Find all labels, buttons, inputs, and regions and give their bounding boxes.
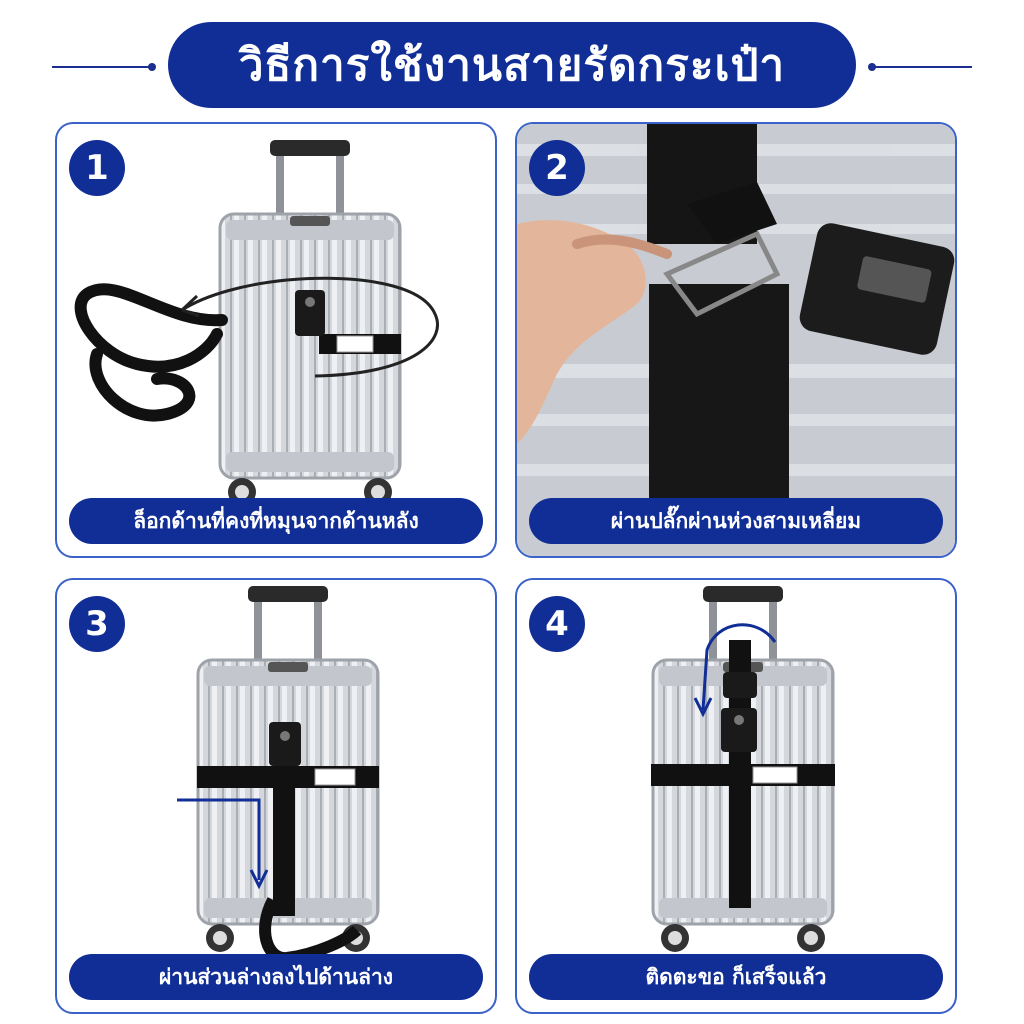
title-banner: วิธีการใช้งานสายรัดกระเป๋า	[168, 22, 856, 108]
page-title: วิธีการใช้งานสายรัดกระเป๋า	[238, 40, 786, 91]
buckle-closeup-illustration	[517, 124, 955, 556]
step-panel-1: 1 ล็อกด้านที่คงที่หมุนจากด้านหลัง	[55, 122, 497, 558]
step-caption: ผ่านส่วนล่างลงไปด้านล่าง	[69, 954, 483, 1000]
step-number-badge: 4	[529, 596, 585, 652]
step-panel-4: 4 ติดตะขอ ก็เสร็จแล้ว	[515, 578, 957, 1014]
step-panel-2: 2 ผ่านปลั๊กผ่านห่วงสามเหลี่ยม	[515, 122, 957, 558]
title-dot-left	[148, 63, 156, 71]
suitcase-strap-back-illustration	[74, 138, 439, 508]
title-line-right	[872, 66, 972, 68]
suitcase-strap-down-illustration	[177, 584, 380, 964]
step-caption: ผ่านปลั๊กผ่านห่วงสามเหลี่ยม	[529, 498, 943, 544]
step-number-badge: 3	[69, 596, 125, 652]
title-line-left	[52, 66, 152, 68]
step-number-badge: 1	[69, 140, 125, 196]
step-panel-3: 3 ผ่านส่วนล่างลงไปด้านล่าง	[55, 578, 497, 1014]
suitcase-strap-complete-illustration	[651, 584, 835, 954]
step-caption: ติดตะขอ ก็เสร็จแล้ว	[529, 954, 943, 1000]
step-caption: ล็อกด้านที่คงที่หมุนจากด้านหลัง	[69, 498, 483, 544]
title-dot-right	[868, 63, 876, 71]
step-number-badge: 2	[529, 140, 585, 196]
